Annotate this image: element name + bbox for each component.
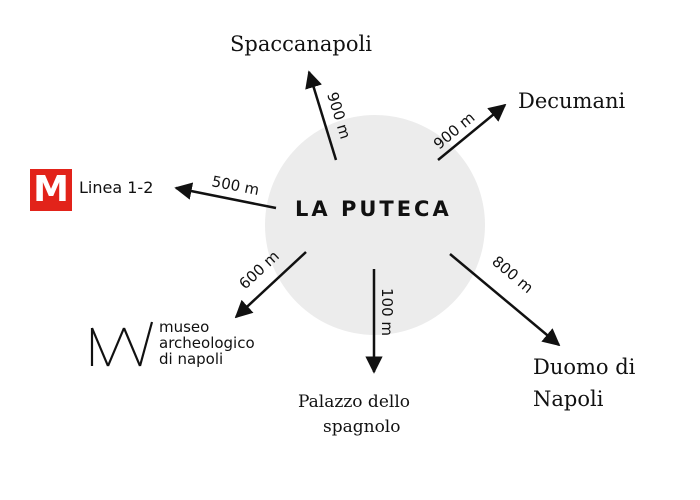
destination-museo-line3: di napoli	[159, 350, 224, 368]
center-circle	[265, 115, 485, 335]
metro-logo-icon: M	[30, 169, 72, 211]
distance-label-duomo: 800 m	[488, 252, 536, 297]
destination-museo-line1: museo	[159, 318, 210, 336]
arrow-decumani	[437, 103, 507, 161]
center-label: LA PUTECA	[295, 197, 452, 221]
arrow-museo	[234, 251, 307, 319]
distance-label-linea: 500 m	[210, 172, 261, 199]
destination-museo-line2: archeologico	[159, 334, 255, 352]
destination-duomo-line2: Napoli	[533, 387, 604, 411]
destination-palazzo-line2: spagnolo	[323, 417, 401, 437]
destination-duomo-line1: Duomo di	[533, 355, 636, 379]
destination-palazzo-line1: Palazzo dello	[298, 392, 410, 412]
museo-logo-icon	[90, 321, 154, 367]
destination-linea: Linea 1-2	[79, 178, 154, 197]
arrow-spaccanapoli	[305, 70, 338, 161]
arrow-linea	[174, 182, 277, 210]
arrow-duomo	[449, 253, 561, 347]
destination-decumani: Decumani	[518, 89, 626, 113]
distance-label-palazzo: 100 m	[378, 288, 396, 336]
destination-spaccanapoli: Spaccanapoli	[230, 32, 372, 56]
